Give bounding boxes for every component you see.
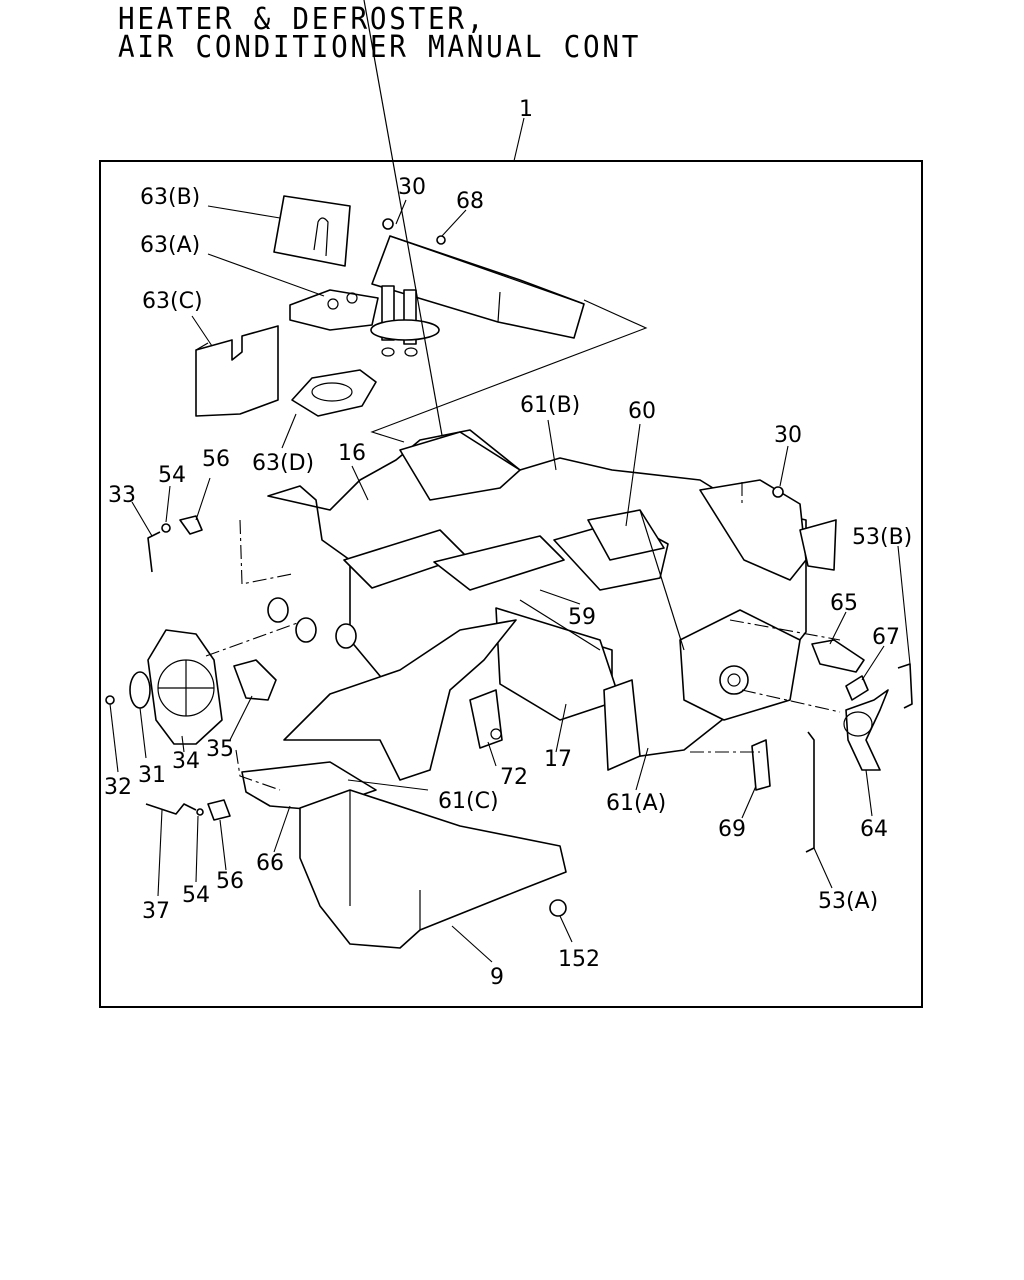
callout-59: 59 xyxy=(568,605,596,630)
part-31-motor xyxy=(129,671,151,709)
callout-16: 16 xyxy=(338,441,366,466)
callout-72: 72 xyxy=(500,765,528,790)
align-line-4 xyxy=(729,619,841,641)
part-53b-rod xyxy=(897,663,913,709)
part-37-rod xyxy=(145,803,197,815)
callout-61a: 61(A) xyxy=(606,791,666,816)
part-63c-pad xyxy=(195,325,279,417)
leader-1 xyxy=(513,117,525,162)
part-63b-pad xyxy=(273,195,351,267)
callout-152: 152 xyxy=(558,947,600,972)
align-line-3 xyxy=(235,749,281,791)
part-65-lever xyxy=(811,639,865,673)
align-line-1 xyxy=(239,519,293,585)
callout-54-bottom: 54 xyxy=(182,883,210,908)
callout-63b: 63(B) xyxy=(140,185,200,210)
part-64-cam xyxy=(843,689,889,771)
callout-63c: 63(C) xyxy=(142,289,203,314)
leader-68-envelope xyxy=(370,299,648,443)
callout-30-right: 30 xyxy=(774,423,802,448)
part-33-rod xyxy=(147,531,161,573)
leader-lines xyxy=(109,199,911,963)
align-line-2 xyxy=(205,621,301,657)
callout-32: 32 xyxy=(104,775,132,800)
part-30-screw-right xyxy=(772,486,784,498)
part-63a-block xyxy=(289,289,379,331)
callout-17: 17 xyxy=(544,747,572,772)
callout-31: 31 xyxy=(138,763,166,788)
callout-9: 9 xyxy=(490,965,504,990)
part-56-clip-bottom xyxy=(207,799,231,821)
callout-53b: 53(B) xyxy=(852,525,912,550)
align-line-5 xyxy=(741,689,841,713)
callout-66: 66 xyxy=(256,851,284,876)
callout-60: 60 xyxy=(628,399,656,424)
part-17-duct xyxy=(283,619,517,781)
callout-56-top: 56 xyxy=(202,447,230,472)
part-32-screw xyxy=(105,695,115,705)
callout-67: 67 xyxy=(872,625,900,650)
part-servo-rings xyxy=(267,597,357,649)
callout-61c: 61(C) xyxy=(438,789,499,814)
callout-56-bottom: 56 xyxy=(216,869,244,894)
callout-64: 64 xyxy=(860,817,888,842)
callout-37: 37 xyxy=(142,899,170,924)
part-68-core xyxy=(370,218,585,357)
part-34-fan-housing xyxy=(147,629,223,745)
part-69-link xyxy=(751,739,771,791)
part-54-clip-bottom xyxy=(196,808,204,816)
part-56-clip-top xyxy=(179,515,203,535)
callout-54-top: 54 xyxy=(158,463,186,488)
callout-63d: 63(D) xyxy=(252,451,314,476)
callout-65: 65 xyxy=(830,591,858,616)
part-67-clip xyxy=(845,675,869,701)
title-line-1: HEATER & DEFROSTER, xyxy=(118,2,487,37)
callout-69: 69 xyxy=(718,817,746,842)
callout-61b: 61(B) xyxy=(520,393,580,418)
part-54-clip-top xyxy=(161,523,171,533)
part-35-actuator xyxy=(233,659,277,701)
part-53a-rod xyxy=(805,731,815,853)
callout-33: 33 xyxy=(108,483,136,508)
part-9-lower-case xyxy=(299,789,567,949)
callout-63a: 63(A) xyxy=(140,233,200,258)
part-152-nut xyxy=(549,899,567,917)
callout-68: 68 xyxy=(456,189,484,214)
callout-53a: 53(A) xyxy=(818,889,878,914)
callout-34: 34 xyxy=(172,749,200,774)
callout-35: 35 xyxy=(206,737,234,762)
callout-30-top: 30 xyxy=(398,175,426,200)
part-63d-ring xyxy=(291,369,377,417)
diagram-frame xyxy=(99,160,923,1008)
callout-1: 1 xyxy=(519,97,533,122)
